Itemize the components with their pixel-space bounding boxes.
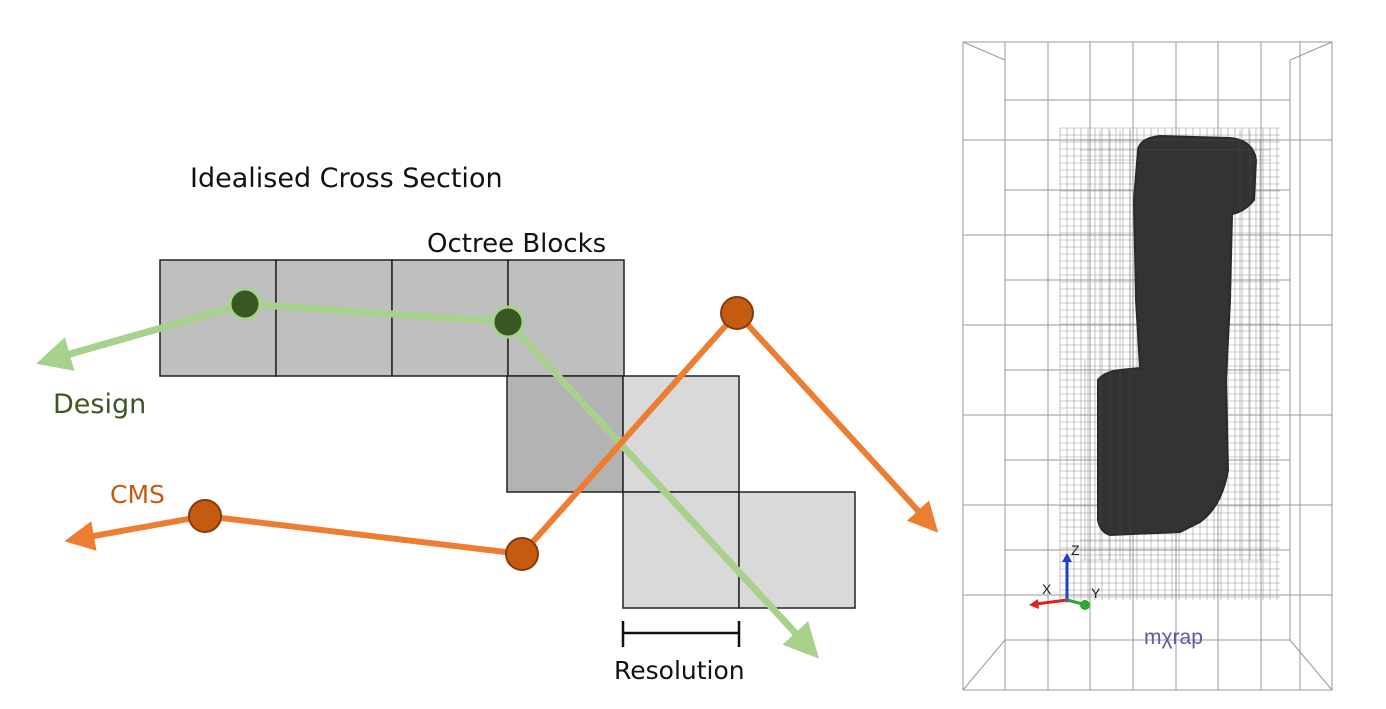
cms-segment — [734, 310, 939, 533]
resolution-label: Resolution — [614, 656, 745, 685]
axis-x-label: X — [1042, 581, 1052, 597]
octree-block — [275, 259, 393, 377]
wire-edge — [1289, 639, 1333, 691]
axis-z-label: Z — [1071, 542, 1080, 558]
axis-y-label: Y — [1091, 585, 1101, 601]
design-label: Design — [53, 389, 146, 420]
design-segment — [504, 318, 820, 659]
cms-segment — [202, 513, 525, 557]
octree-block — [622, 375, 740, 493]
cross-section-diagram: Idealised Cross Section Octree Blocks De… — [36, 163, 939, 685]
cms-node — [720, 296, 754, 330]
diagram-title: Idealised Cross Section — [190, 163, 503, 194]
octree-block — [159, 259, 277, 377]
cms-line — [64, 296, 939, 571]
resolution-bracket — [621, 621, 741, 647]
solid-fine-mesh — [1080, 130, 1270, 561]
cms-segment — [519, 310, 740, 557]
brand-logo: mχrap — [1144, 626, 1203, 649]
octree-block — [507, 259, 625, 377]
wire-edge — [962, 639, 1006, 691]
octree-blocks-label: Octree Blocks — [427, 229, 606, 259]
design-node — [228, 287, 262, 321]
design-segment — [241, 300, 512, 326]
cms-segment — [64, 513, 208, 551]
cms-node — [505, 537, 539, 571]
octree-model-view: Z X Y mχrap — [962, 41, 1333, 691]
cms-node — [188, 499, 222, 533]
wire-edge — [962, 41, 1006, 61]
solid-shape — [1097, 134, 1258, 537]
design-line — [36, 287, 820, 659]
axis-triad: Z X Y — [1029, 542, 1101, 610]
design-node — [491, 305, 525, 339]
wire-edge — [1289, 41, 1333, 61]
octree-block — [506, 375, 624, 493]
design-segment — [36, 300, 249, 371]
cms-label: CMS — [110, 480, 165, 509]
